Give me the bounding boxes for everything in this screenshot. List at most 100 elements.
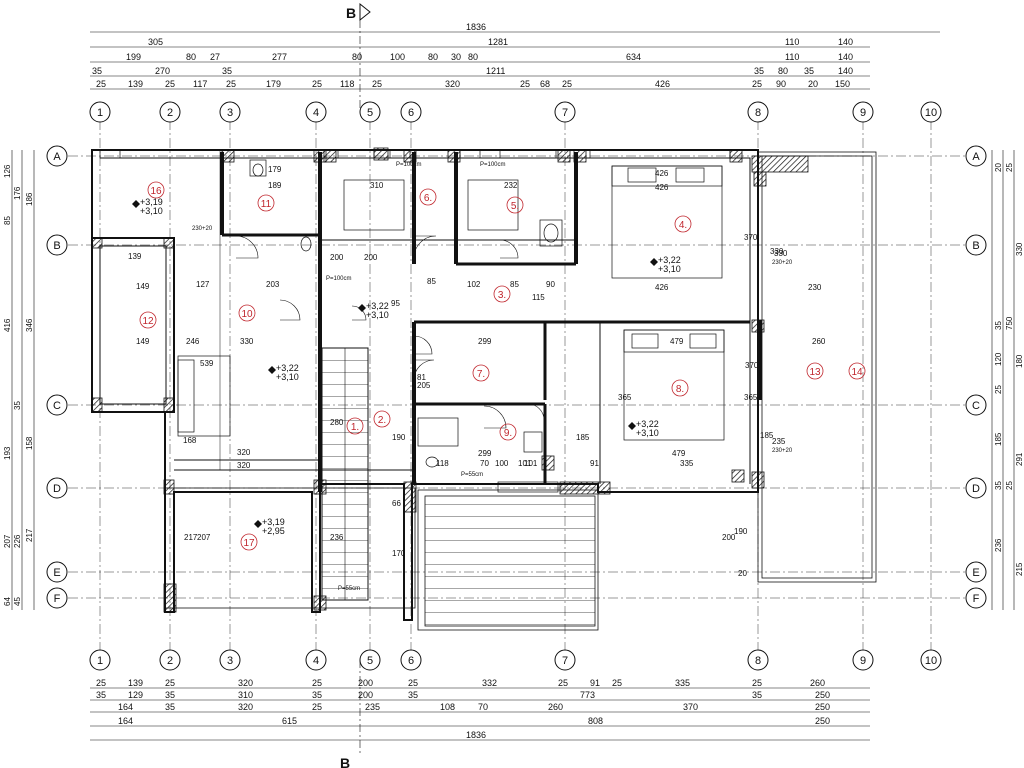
- annotation-42: 101: [524, 459, 538, 468]
- svg-text:139: 139: [128, 678, 143, 688]
- svg-text:207: 207: [3, 534, 12, 548]
- room-8: 8.+3,22+3,10: [628, 379, 689, 438]
- svg-text:8: 8: [755, 107, 761, 119]
- bottom-dimension-labels: 25 139 25 320 25 200 25 332 25 91 25 335…: [96, 678, 830, 740]
- svg-text:126: 126: [3, 164, 12, 178]
- svg-text:139: 139: [128, 79, 143, 89]
- furniture-beds: [177, 165, 725, 441]
- annotation-0: 426: [655, 169, 669, 178]
- axis-bubble-col-8: 8: [747, 101, 769, 123]
- svg-text:110: 110: [785, 52, 799, 62]
- annotation-24: 127: [196, 280, 210, 289]
- svg-text:35: 35: [312, 690, 322, 700]
- svg-text:25: 25: [372, 79, 382, 89]
- svg-text:+3,22: +3,22: [276, 363, 299, 373]
- annotation-64: P=100cm: [396, 162, 422, 168]
- annotation-19: 320: [237, 461, 251, 470]
- svg-text:7: 7: [562, 655, 568, 667]
- svg-text:100: 100: [390, 52, 405, 62]
- svg-text:+3,22: +3,22: [658, 255, 681, 265]
- right-dimension-labels: 20 25 330 750 180 291 215 35 25 120 185 …: [994, 163, 1024, 576]
- svg-text:25: 25: [165, 678, 175, 688]
- axis-bubble-col-2: 2: [159, 101, 181, 123]
- annotation-52: 66: [392, 499, 401, 508]
- axis-bubble-col-3: 3: [219, 101, 241, 123]
- room-labels: 16+3,19+3,10116.5.4.+3,22+3,101210+3,22+…: [132, 181, 866, 551]
- svg-text:2: 2: [167, 655, 173, 667]
- svg-text:250: 250: [815, 702, 830, 712]
- axis-bubble-row-D: D: [46, 477, 68, 499]
- svg-text:108: 108: [440, 702, 455, 712]
- annotation-54: 205: [417, 381, 431, 390]
- svg-text:260: 260: [548, 702, 563, 712]
- left-dimension-labels: 126 85 176 186 416 346 35 193 158 207 22…: [3, 164, 34, 606]
- bed-room-10: [177, 355, 231, 437]
- annotation-17: 230+20: [772, 448, 793, 454]
- staircase: [321, 347, 369, 601]
- svg-text:185: 185: [994, 432, 1003, 446]
- svg-text:25: 25: [96, 79, 106, 89]
- svg-text:B: B: [972, 240, 979, 252]
- svg-text:80: 80: [428, 52, 438, 62]
- svg-text:6.: 6.: [424, 193, 432, 204]
- svg-text:426: 426: [655, 79, 670, 89]
- svg-text:A: A: [972, 151, 980, 163]
- room-17: 17+3,19+2,95: [240, 517, 285, 551]
- svg-text:8.: 8.: [676, 384, 684, 395]
- svg-text:+3,10: +3,10: [636, 428, 659, 438]
- svg-text:+3,10: +3,10: [140, 206, 163, 216]
- svg-text:B: B: [340, 755, 350, 768]
- svg-text:118: 118: [340, 79, 354, 89]
- interior-annotations: 426426426370370330330230+202304794792603…: [128, 162, 826, 592]
- annotation-8: 230: [808, 283, 822, 292]
- axis-bubble-row-C: C: [46, 394, 68, 416]
- svg-text:+3,10: +3,10: [366, 310, 389, 320]
- room-9: 9.: [499, 423, 517, 441]
- svg-text:35: 35: [994, 481, 1003, 490]
- svg-text:332: 332: [482, 678, 497, 688]
- room-3: 3.+3,22+3,10: [358, 285, 511, 320]
- svg-text:17: 17: [243, 538, 255, 549]
- annotation-20: 330: [240, 337, 254, 346]
- annotation-3: 370: [744, 233, 758, 242]
- svg-text:270: 270: [155, 66, 170, 76]
- axis-bubble-col-9: 9: [852, 649, 874, 671]
- svg-text:E: E: [972, 567, 979, 579]
- svg-text:+3,10: +3,10: [658, 264, 681, 274]
- svg-text:3: 3: [227, 107, 233, 119]
- svg-text:F: F: [54, 593, 61, 605]
- annotation-12: 365: [618, 393, 632, 402]
- svg-text:7: 7: [562, 107, 568, 119]
- svg-text:140: 140: [838, 52, 853, 62]
- annotation-60: 200: [722, 533, 736, 542]
- svg-text:6: 6: [408, 107, 414, 119]
- annotation-5: 330: [770, 247, 784, 256]
- svg-text:25: 25: [562, 79, 572, 89]
- svg-text:250: 250: [815, 716, 830, 726]
- svg-text:370: 370: [683, 702, 698, 712]
- svg-text:80: 80: [352, 52, 362, 62]
- svg-text:750: 750: [1005, 316, 1014, 330]
- svg-text:45: 45: [13, 597, 22, 606]
- svg-text:90: 90: [776, 79, 786, 89]
- svg-text:D: D: [972, 483, 980, 495]
- annotation-15: 185: [760, 431, 774, 440]
- svg-text:2: 2: [167, 107, 173, 119]
- annotation-16: 235: [772, 437, 786, 446]
- svg-text:+3,19: +3,19: [262, 517, 285, 527]
- axis-bubble-row-C: C: [965, 394, 987, 416]
- svg-text:140: 140: [838, 66, 853, 76]
- svg-text:310: 310: [238, 690, 253, 700]
- annotation-18: 320: [237, 448, 251, 457]
- axis-bubble-col-10: 10: [920, 649, 942, 671]
- annotation-1: 426: [655, 183, 669, 192]
- axis-bubble-col-3: 3: [219, 649, 241, 671]
- annotation-55: 85: [427, 277, 436, 286]
- svg-text:129: 129: [128, 690, 143, 700]
- door-swings: [235, 235, 545, 429]
- svg-text:35: 35: [13, 401, 22, 410]
- svg-text:25: 25: [312, 79, 322, 89]
- svg-text:260: 260: [810, 678, 825, 688]
- room-14: 14: [848, 362, 866, 380]
- svg-text:80: 80: [778, 66, 788, 76]
